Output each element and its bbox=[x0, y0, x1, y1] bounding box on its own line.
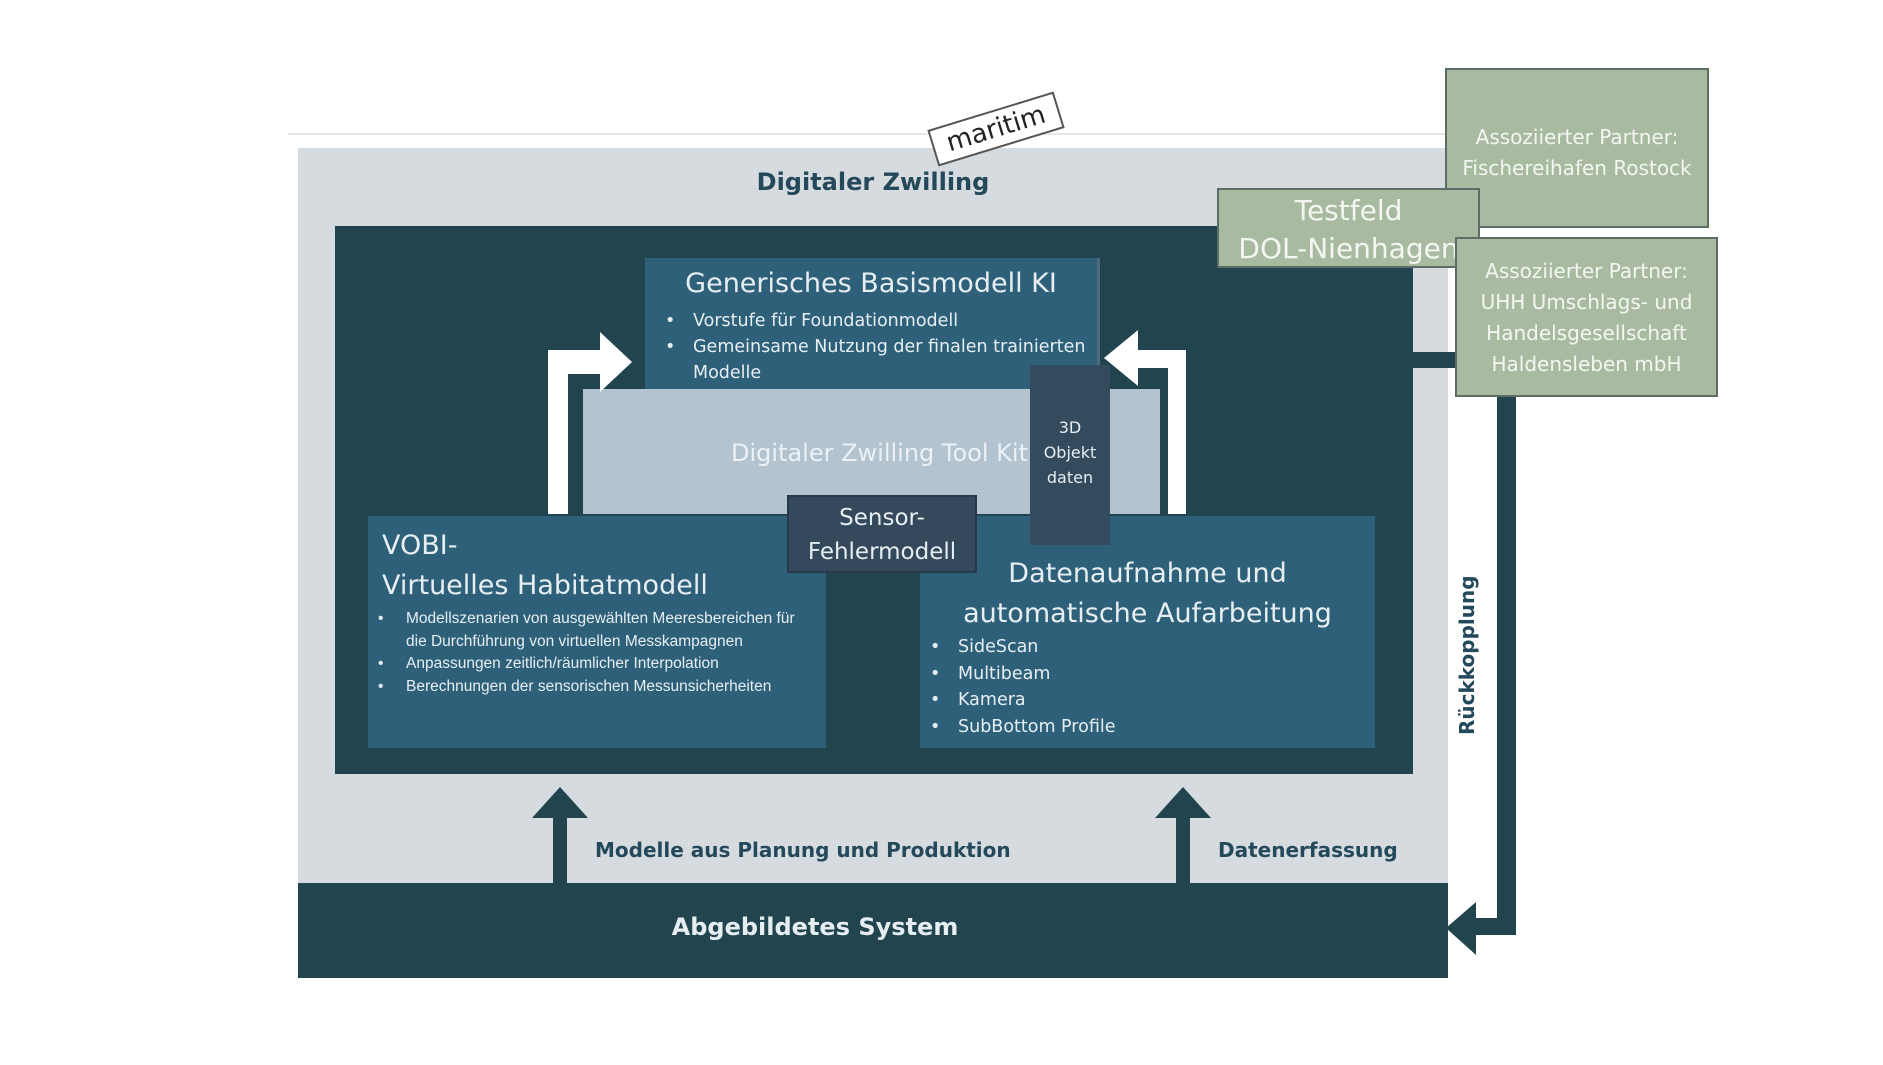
partner-line: Handelsgesellschaft bbox=[1486, 321, 1687, 345]
connector-bar bbox=[1405, 352, 1460, 368]
feedback-label: Rückkopplung bbox=[1455, 575, 1479, 735]
3d-object-data-box[interactable]: 3D Objekt daten bbox=[1030, 365, 1110, 545]
sensor-line: Fehlermodell bbox=[807, 539, 957, 565]
bullet-item: Gemeinsame Nutzung der finalen trainiert… bbox=[655, 334, 1095, 386]
bullet-item: Multibeam bbox=[920, 661, 1115, 688]
bullet-item: SubBottom Profile bbox=[920, 714, 1115, 741]
partner-line: Fischereihafen Rostock bbox=[1462, 156, 1692, 180]
objekt-line: daten bbox=[1046, 468, 1094, 487]
sensor-line: Sensor- bbox=[839, 505, 925, 531]
partner-line: Assoziierter Partner: bbox=[1485, 259, 1688, 283]
data-acquisition-box[interactable]: Datenaufnahme und automatische Aufarbeit… bbox=[920, 516, 1375, 748]
testfeld-line: DOL-Nienhagen bbox=[1238, 232, 1459, 265]
data-acquisition-title: Datenaufnahme und automatische Aufarbeit… bbox=[920, 554, 1375, 634]
mapped-system-bar[interactable] bbox=[298, 883, 1448, 978]
vobi-habitat-model-box[interactable]: VOBI- Virtuelles Habitatmodell Modellsze… bbox=[368, 516, 826, 748]
models-from-planning-label: Modelle aus Planung und Produktion bbox=[595, 838, 1011, 862]
partner-line: Assoziierter Partner: bbox=[1475, 125, 1679, 149]
vobi-subtitle: Virtuelles Habitatmodell bbox=[382, 570, 708, 601]
title-line: automatische Aufarbeitung bbox=[963, 598, 1332, 629]
generic-base-model-title: Generisches Basismodell KI bbox=[685, 268, 1057, 299]
bullet-item: Berechnungen der sensorischen Messunsich… bbox=[368, 676, 818, 699]
vobi-title: VOBI- bbox=[382, 530, 458, 561]
bullet-item: Vorstufe für Foundationmodell bbox=[655, 308, 1095, 334]
right-bent-arrow-icon bbox=[1104, 330, 1186, 514]
objekt-line: Objekt bbox=[1043, 443, 1097, 462]
left-bent-arrow-icon bbox=[548, 332, 632, 514]
bullet-item: Kamera bbox=[920, 687, 1115, 714]
digital-twin-title: Digitaler Zwilling bbox=[756, 168, 990, 196]
up-arrow-daten-icon bbox=[1155, 787, 1211, 883]
generic-base-model-box[interactable]: Generisches Basismodell KI Vorstufe für … bbox=[645, 258, 1100, 390]
bullet-item: Modellszenarien von ausgewählten Meeresb… bbox=[368, 608, 818, 653]
partner-line: UHH Umschlags- und bbox=[1480, 290, 1693, 314]
divider-line bbox=[288, 133, 1448, 135]
toolkit-label: Digitaler Zwilling Tool Kit bbox=[731, 439, 1028, 467]
testfeld-line: Testfeld bbox=[1294, 194, 1403, 227]
mapped-system-label: Abgebildetes System bbox=[671, 913, 959, 941]
up-arrow-modelle-icon bbox=[532, 787, 588, 883]
feedback-arrow-icon bbox=[1446, 394, 1516, 955]
objekt-line: 3D bbox=[1058, 418, 1082, 437]
bullet-item: SideScan bbox=[920, 634, 1115, 661]
sensor-error-model-box[interactable]: Sensor- Fehlermodell bbox=[787, 495, 977, 573]
partner-fischereihafen-box[interactable]: Assoziierter Partner: Fischereihafen Ros… bbox=[1445, 68, 1709, 228]
testfeld-box[interactable]: Testfeld DOL-Nienhagen bbox=[1217, 188, 1480, 268]
data-capture-label: Datenerfassung bbox=[1218, 838, 1398, 862]
partner-uhh-box[interactable]: Assoziierter Partner: UHH Umschlags- und… bbox=[1455, 237, 1718, 397]
partner-line: Haldensleben mbH bbox=[1491, 352, 1682, 376]
bullet-item: Anpassungen zeitlich/räumlicher Interpol… bbox=[368, 653, 818, 676]
title-line: Datenaufnahme und bbox=[1008, 558, 1287, 589]
